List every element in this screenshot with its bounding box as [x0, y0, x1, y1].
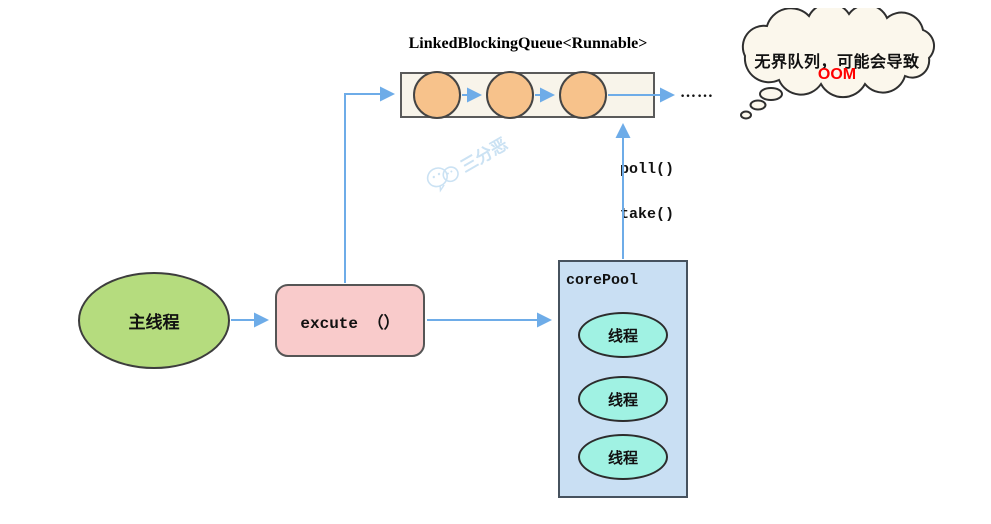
queue-overflow-dots: …… — [680, 84, 714, 101]
thread-label: 线程 — [607, 450, 638, 467]
thread-node: 线程 — [578, 376, 668, 422]
main-thread-node: 主线程 — [78, 272, 230, 369]
oom-label: OOM — [817, 66, 857, 83]
core-pool-label: corePool — [566, 272, 639, 289]
cloud-outline — [741, 8, 936, 99]
thought-trail-bubble — [749, 99, 767, 111]
poll-method-label: poll() — [620, 161, 675, 178]
task-circle — [559, 71, 607, 119]
task-circle — [486, 71, 534, 119]
thread-node: 线程 — [578, 312, 668, 358]
thread-node: 线程 — [578, 434, 668, 480]
task-circle — [413, 71, 461, 119]
queue-label: LinkedBlockingQueue<Runnable> — [408, 35, 648, 52]
take-method-label: take() — [620, 206, 675, 223]
thought-trail-bubble — [759, 87, 783, 101]
thought-trail-bubble — [740, 110, 752, 120]
execute-method-label: excute （） — [300, 314, 400, 333]
thread-label: 线程 — [607, 392, 638, 409]
arrow-execute-to-queue — [344, 86, 395, 283]
thread-label: 线程 — [607, 328, 638, 345]
oom-warning-text: 无界队列，可能会导致 — [754, 54, 920, 71]
thought-cloud — [740, 8, 936, 120]
main-thread-label: 主线程 — [128, 313, 180, 332]
execute-method-node: excute （） — [275, 284, 425, 357]
